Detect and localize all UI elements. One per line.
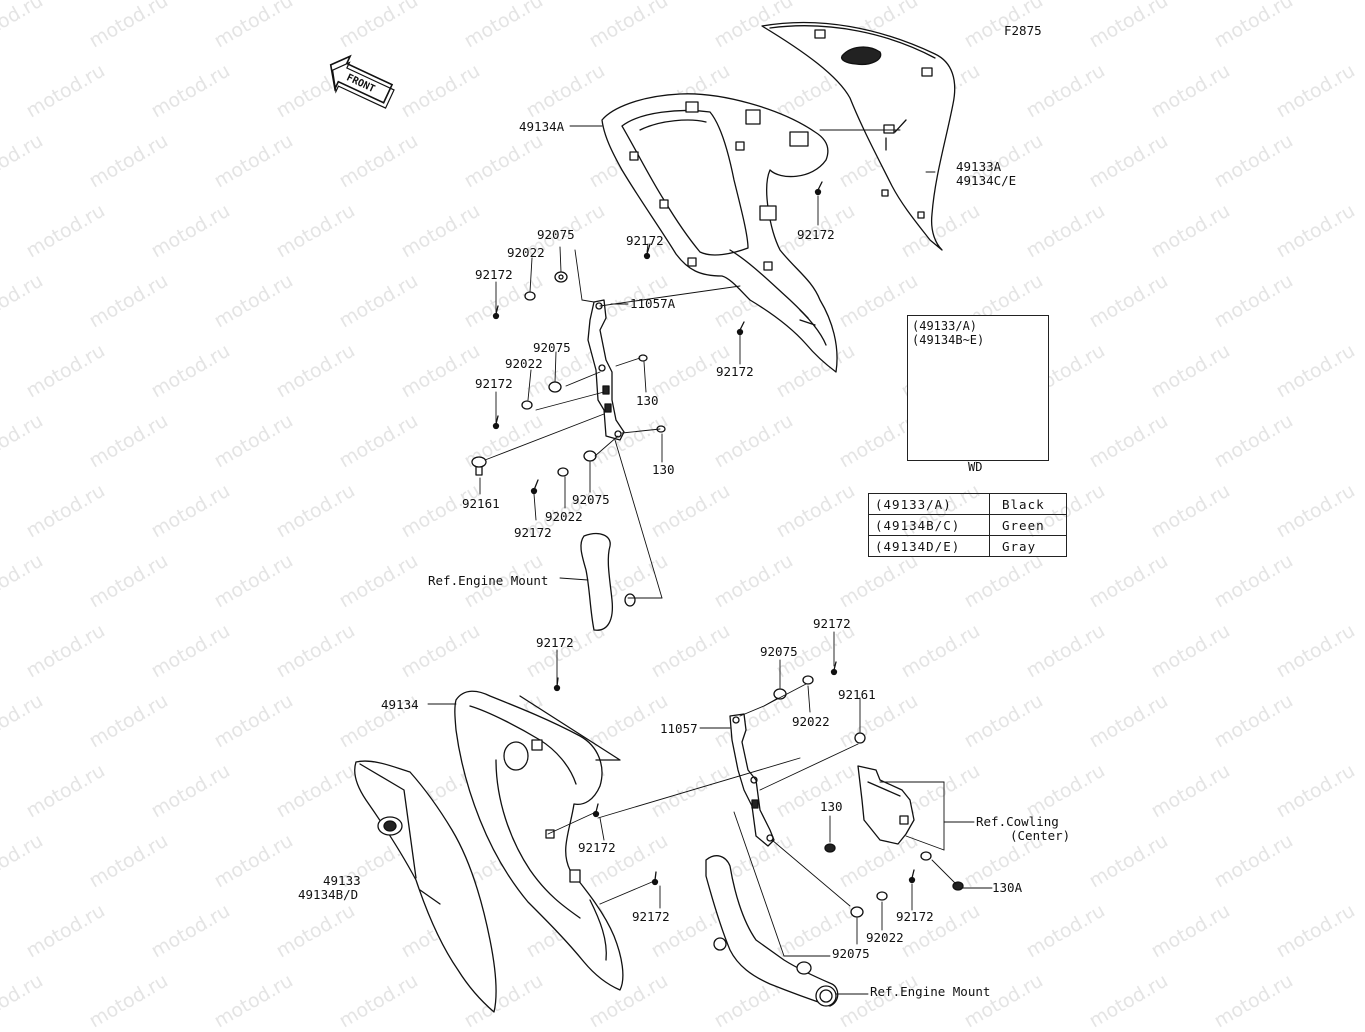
callout-ref-cowling[interactable]: Ref.Cowling — [976, 814, 1059, 829]
bracket-11057A — [587, 299, 625, 441]
callout-92075[interactable]: 92075 — [537, 227, 575, 242]
front-direction-arrow-icon: FRONT — [329, 54, 395, 109]
callout-92022[interactable]: 92022 — [505, 356, 543, 371]
callout-49134CE[interactable]: 49134C/E — [956, 173, 1017, 188]
callout-92022[interactable]: 92022 — [792, 714, 830, 729]
wd-box-line1: (49133/A) — [912, 319, 978, 333]
callout-92172[interactable]: 92172 — [475, 267, 513, 282]
callout-11057[interactable]: 11057 — [660, 721, 698, 736]
leader-lines-lower — [427, 631, 993, 995]
callout-49133[interactable]: 49133 — [323, 873, 361, 888]
lower-hardware — [553, 661, 964, 918]
callout-49134A[interactable]: 49134A — [519, 119, 565, 134]
callout-92161[interactable]: 92161 — [462, 496, 500, 511]
engine-mount-upper — [580, 532, 636, 631]
callout-130A[interactable]: 130A — [992, 880, 1023, 895]
color-cell: Black — [989, 493, 1067, 515]
bracket-11057 — [729, 713, 775, 847]
engine-mount-lower — [705, 855, 839, 1007]
callout-49133A[interactable]: 49133A — [956, 159, 1002, 174]
callout-130[interactable]: 130 — [652, 462, 675, 477]
table-row: (49133/A) Black — [868, 493, 1067, 515]
wd-box-line2: (49134B~E) — [912, 333, 985, 347]
leader-lines-upper — [479, 125, 936, 599]
inner-panel-49134A — [601, 93, 838, 373]
callout-11057A[interactable]: 11057A — [630, 296, 676, 311]
callout-92161[interactable]: 92161 — [838, 687, 876, 702]
upper-side-cowl-49133A — [761, 21, 956, 251]
callout-92172[interactable]: 92172 — [797, 227, 835, 242]
callout-130[interactable]: 130 — [636, 393, 659, 408]
callout-92172[interactable]: 92172 — [514, 525, 552, 540]
figure-code: F2875 — [1004, 23, 1042, 38]
color-cell: Green — [989, 514, 1067, 536]
callout-92075[interactable]: 92075 — [832, 946, 870, 961]
callout-92172[interactable]: 92172 — [813, 616, 851, 631]
callout-92022[interactable]: 92022 — [545, 509, 583, 524]
callout-49134[interactable]: 49134 — [381, 697, 419, 712]
callout-92022[interactable]: 92022 — [866, 930, 904, 945]
wd-label: WD — [968, 460, 983, 474]
table-row: (49134B/C) Green — [868, 514, 1067, 536]
callout-92075[interactable]: 92075 — [572, 492, 610, 507]
lower-cowl-49133 — [354, 760, 497, 1013]
callout-92172[interactable]: 92172 — [716, 364, 754, 379]
callout-92172[interactable]: 92172 — [536, 635, 574, 650]
callout-92172[interactable]: 92172 — [896, 909, 934, 924]
wd-variant-box: (49133/A) (49134B~E) — [907, 315, 1049, 461]
callout-ref-cowling-center[interactable]: (Center) — [1010, 828, 1071, 843]
callout-92172[interactable]: 92172 — [632, 909, 670, 924]
callout-49134BD[interactable]: 49134B/D — [298, 887, 359, 902]
table-row: (49134D/E) Gray — [868, 535, 1067, 557]
callout-92075[interactable]: 92075 — [760, 644, 798, 659]
cowling-center-ref — [857, 765, 915, 845]
callout-92172[interactable]: 92172 — [475, 376, 513, 391]
callout-92022[interactable]: 92022 — [507, 245, 545, 260]
part-code-cell: (49134D/E) — [868, 535, 990, 557]
upper-left-hardware — [471, 181, 823, 495]
callout-92172[interactable]: 92172 — [626, 233, 664, 248]
callout-92075[interactable]: 92075 — [533, 340, 571, 355]
callout-ref-engine-mount[interactable]: Ref.Engine Mount — [428, 573, 549, 588]
part-code-cell: (49133/A) — [868, 493, 990, 515]
color-variant-table: (49133/A) Black (49134B/C) Green (49134D… — [868, 493, 1067, 557]
lower-inner-panel-49134 — [454, 690, 624, 991]
color-cell: Gray — [989, 535, 1067, 557]
part-code-cell: (49134B/C) — [868, 514, 990, 536]
callout-130[interactable]: 130 — [820, 799, 843, 814]
callout-92172[interactable]: 92172 — [578, 840, 616, 855]
callout-ref-engine-mount[interactable]: Ref.Engine Mount — [870, 984, 991, 999]
